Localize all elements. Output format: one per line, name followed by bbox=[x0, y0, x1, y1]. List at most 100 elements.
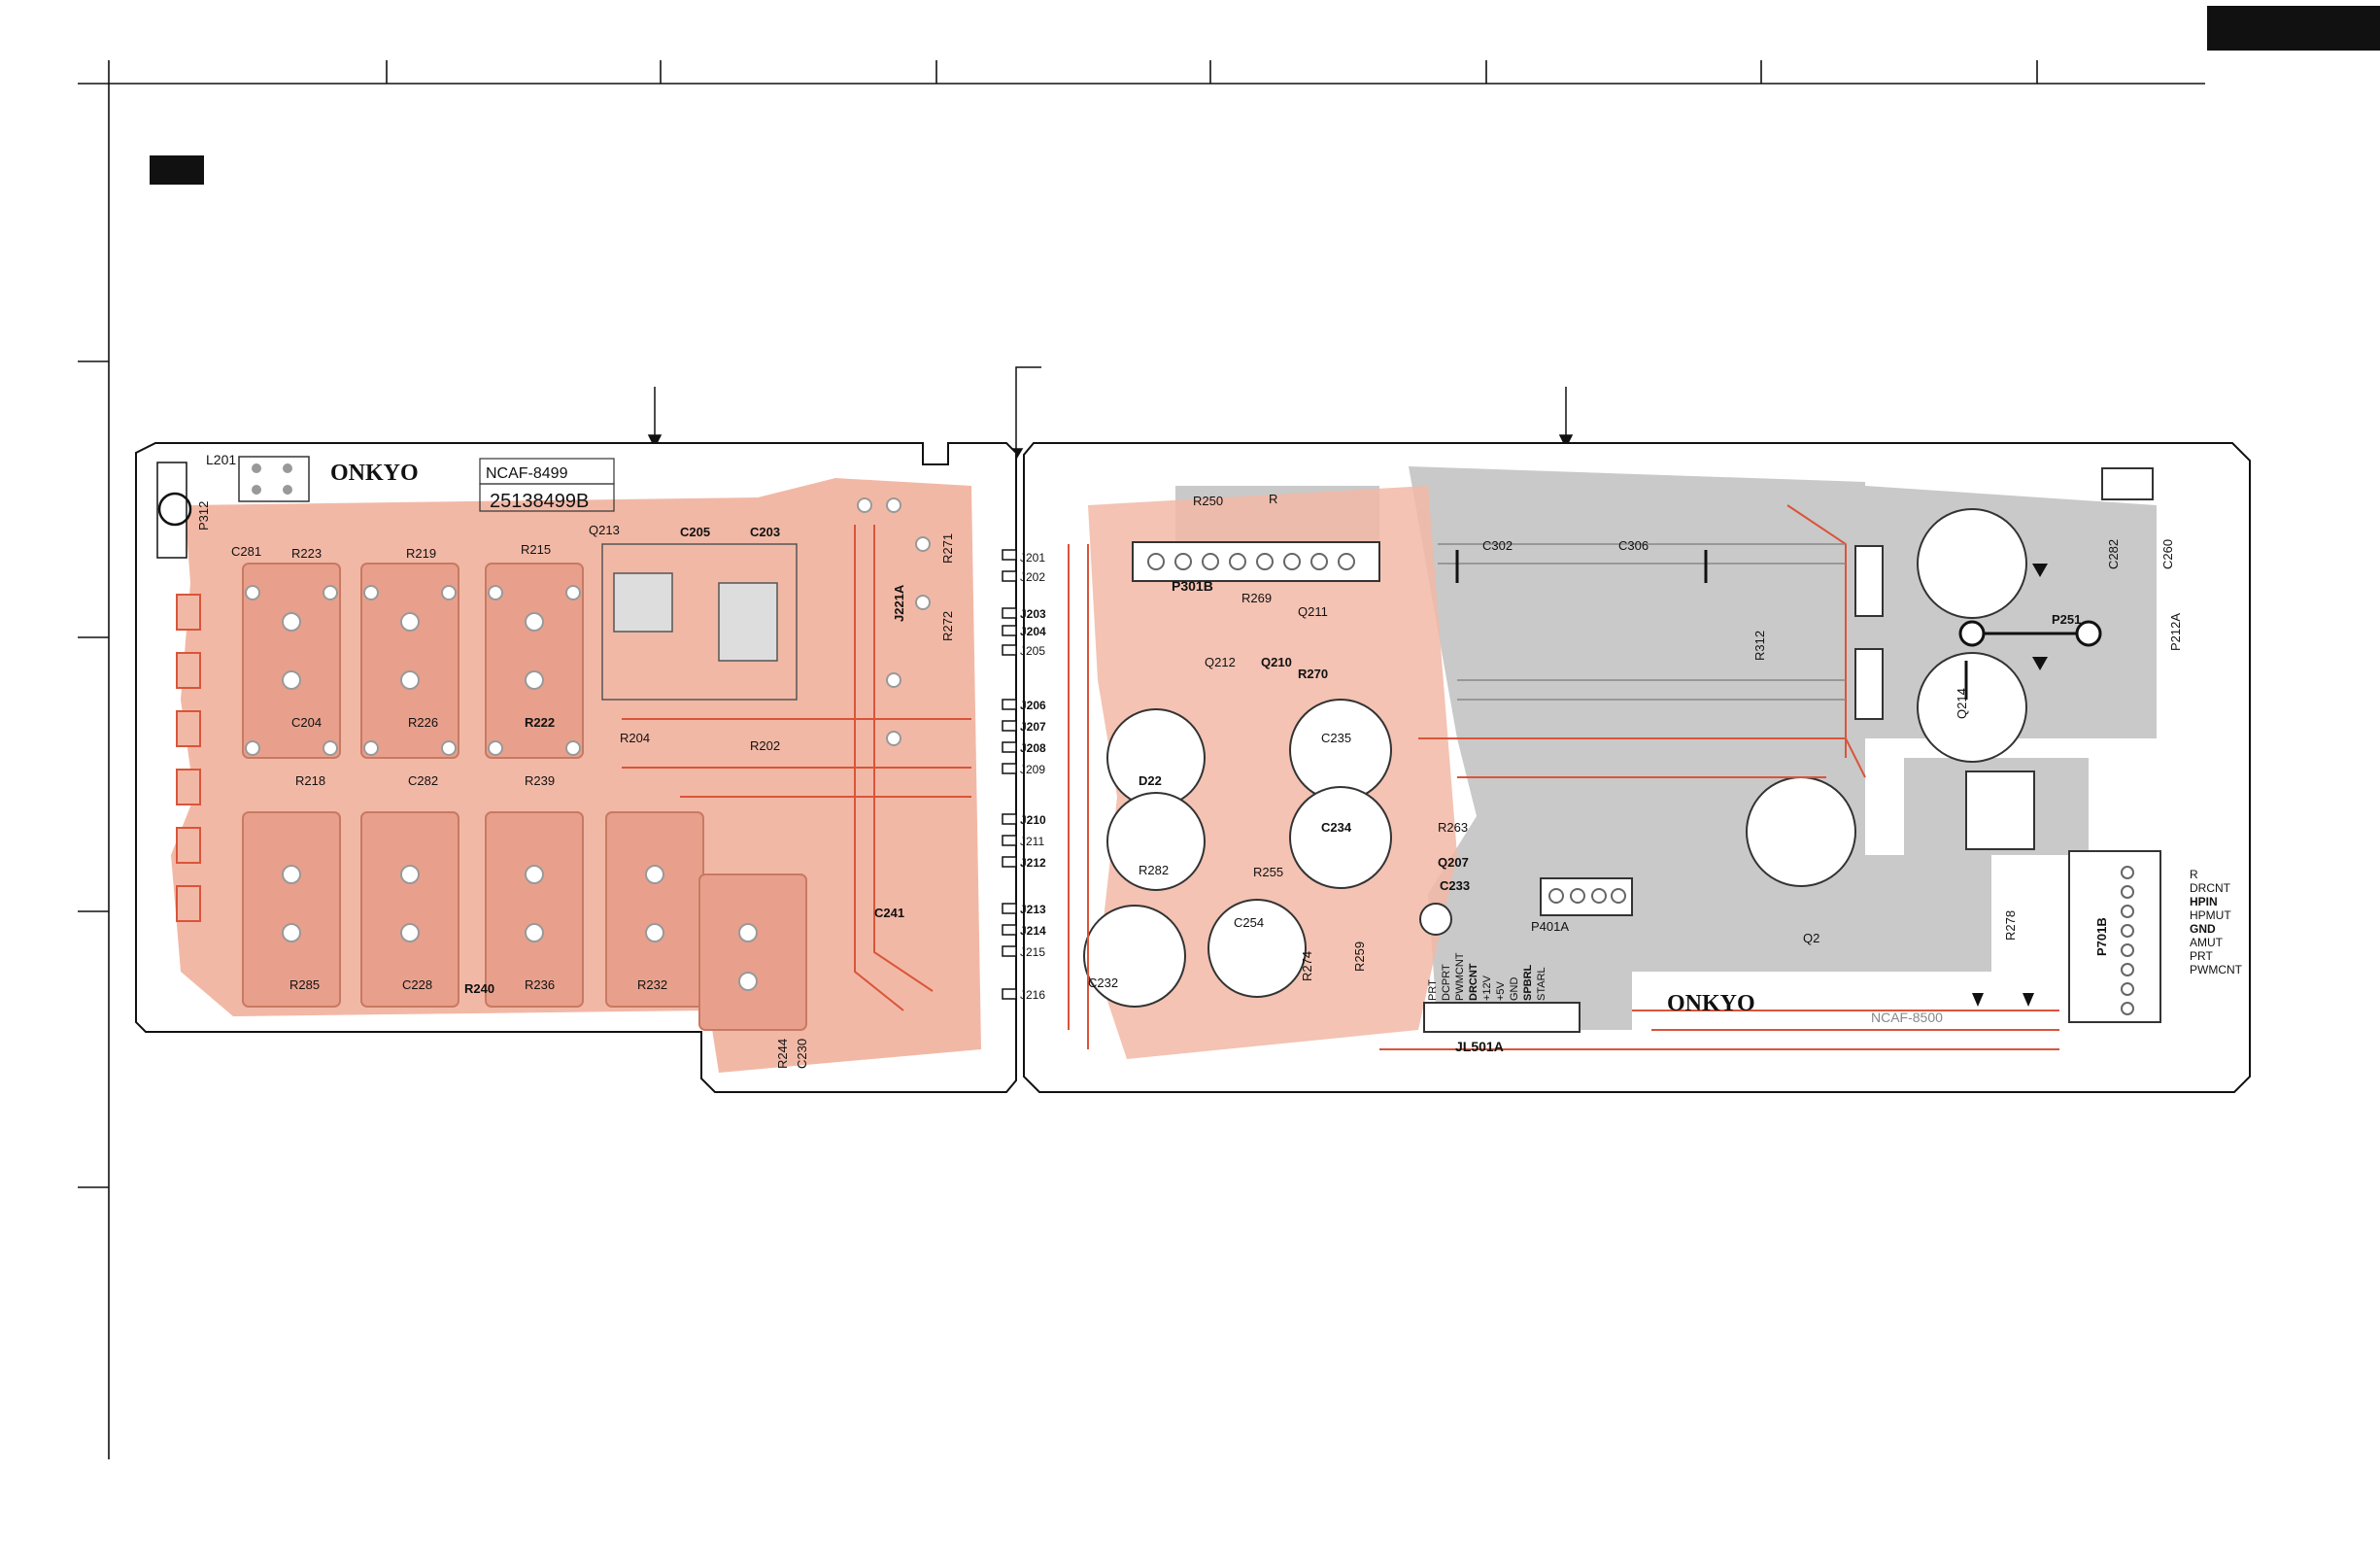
left-C275: C241 bbox=[874, 906, 904, 920]
grid-frame bbox=[78, 60, 2205, 1459]
right-Q210: Q210 bbox=[1261, 655, 1292, 669]
right-Q2: Q2 bbox=[1803, 931, 1819, 945]
right-P251: P251 bbox=[2052, 612, 2081, 627]
svg-text:GND: GND bbox=[2190, 922, 2216, 936]
svg-text:HPIN: HPIN bbox=[2190, 895, 2218, 908]
jumper-pads bbox=[1002, 549, 1017, 1000]
jl501a-pin-labels: PRT DCPRT PWMCNT DRCNT +12V +5V GND SPBR… bbox=[1427, 952, 1547, 1001]
jumper-J211: J211 bbox=[1020, 835, 1044, 848]
jumper-J210: J210 bbox=[1020, 813, 1046, 827]
left-L201: L201 bbox=[206, 452, 236, 467]
right-C258: C282 bbox=[2106, 539, 2121, 569]
svg-text:R: R bbox=[2190, 868, 2198, 881]
left-pcb-board bbox=[135, 442, 1017, 1093]
left-Q213: Q213 bbox=[589, 523, 620, 537]
left-board-code: NCAF-8499 bbox=[486, 465, 568, 482]
left-R244: R244 bbox=[775, 1039, 790, 1069]
left-part-no: 25138499B bbox=[490, 491, 589, 512]
right-Q211: Q211 bbox=[1298, 604, 1328, 619]
left-R271: R271 bbox=[940, 533, 955, 564]
left-R231: R239 bbox=[525, 773, 555, 788]
right-C232: C254 bbox=[1234, 915, 1264, 930]
right-C236: C234 bbox=[1321, 820, 1352, 835]
left-R224: C204 bbox=[291, 715, 322, 730]
right-C302: C302 bbox=[1482, 538, 1513, 553]
left-C281: C281 bbox=[231, 544, 261, 559]
left-R228: R232 bbox=[637, 977, 667, 992]
right-C237: C235 bbox=[1321, 731, 1351, 745]
right-C260: Q214 bbox=[1955, 688, 1969, 719]
right-R: R bbox=[1269, 492, 1277, 506]
jumper-J206: J206 bbox=[1020, 699, 1046, 712]
right-pcb-board bbox=[1023, 442, 2251, 1093]
left-brand: ONKYO bbox=[330, 461, 419, 486]
svg-text:AMUT: AMUT bbox=[2190, 936, 2224, 949]
jumper-J214: J214 bbox=[1020, 924, 1046, 938]
svg-text:+5V: +5V bbox=[1495, 980, 1507, 1001]
jumper-J213: J213 bbox=[1020, 903, 1046, 916]
jumper-J202: J202 bbox=[1020, 570, 1045, 584]
svg-text:+12V: +12V bbox=[1481, 975, 1493, 1001]
jumper-J205: J205 bbox=[1020, 644, 1045, 658]
right-R269: R269 bbox=[1241, 591, 1272, 605]
svg-text:GND: GND bbox=[1509, 977, 1520, 1002]
left-R235: C282 bbox=[408, 773, 438, 788]
jumper-J212: J212 bbox=[1020, 856, 1046, 870]
left-R219: R219 bbox=[406, 546, 436, 561]
svg-text:HPMUT: HPMUT bbox=[2190, 908, 2231, 922]
right-R261: R255 bbox=[1253, 865, 1283, 879]
left-R216: R222 bbox=[525, 715, 555, 730]
left-connector: P312 bbox=[196, 501, 211, 531]
left-J221A: J221A bbox=[892, 584, 906, 622]
jumper-J215: J215 bbox=[1020, 945, 1045, 959]
section-marker bbox=[150, 155, 204, 185]
right-C267: R278 bbox=[2003, 910, 2018, 941]
left-C205: C205 bbox=[680, 525, 710, 539]
left-C273: R240 bbox=[464, 981, 494, 996]
jumper-J209: J209 bbox=[1020, 763, 1045, 776]
svg-text:DCPRT: DCPRT bbox=[1441, 964, 1452, 1001]
left-R232: R236 bbox=[525, 977, 555, 992]
page-corner-tab bbox=[2207, 6, 2380, 51]
right-R321: R312 bbox=[1752, 631, 1767, 661]
svg-text:DRCNT: DRCNT bbox=[1468, 963, 1479, 1001]
right-R263: Q207 bbox=[1438, 855, 1469, 870]
jumper-J203: J203 bbox=[1020, 607, 1046, 621]
left-C230: C230 bbox=[795, 1039, 809, 1069]
jumper-J207: J207 bbox=[1020, 720, 1046, 734]
right-R274: R259 bbox=[1352, 942, 1367, 972]
connector-p701b bbox=[2068, 850, 2161, 1023]
p701b-pin-labels: R DRCNT HPIN HPMUT GND AMUT PRT PWMCNT bbox=[2190, 868, 2243, 976]
svg-text:SPBRL: SPBRL bbox=[1522, 964, 1534, 1001]
jumper-J201: J201 bbox=[1020, 551, 1045, 565]
left-C214: R204 bbox=[620, 731, 650, 745]
right-R250: R250 bbox=[1193, 494, 1223, 508]
svg-text:PWMCNT: PWMCNT bbox=[2190, 963, 2243, 976]
connector-jl501a bbox=[1423, 1002, 1581, 1033]
right-JL501A: JL501A bbox=[1455, 1039, 1504, 1054]
svg-text:PWMCNT: PWMCNT bbox=[1454, 952, 1466, 1001]
svg-text:PRT: PRT bbox=[2190, 949, 2213, 963]
left-C203: C203 bbox=[750, 525, 780, 539]
left-R236: C228 bbox=[402, 977, 432, 992]
right-R264: R263 bbox=[1438, 820, 1468, 835]
right-P401A: P401A bbox=[1531, 919, 1569, 934]
svg-text:DRCNT: DRCNT bbox=[2190, 881, 2231, 895]
right-C254: R274 bbox=[1300, 951, 1314, 981]
svg-text:STARL: STARL bbox=[1536, 967, 1547, 1001]
right-board-code: NCAF-8500 bbox=[1871, 1010, 1943, 1025]
right-brand: ONKYO bbox=[1667, 991, 1755, 1016]
right-P212A: P212A bbox=[2168, 613, 2183, 651]
jumper-J216: J216 bbox=[1020, 988, 1045, 1002]
left-C204: R202 bbox=[750, 738, 780, 753]
left-R223: R223 bbox=[291, 546, 322, 561]
jumper-J208: J208 bbox=[1020, 741, 1046, 755]
right-P701B: P701B bbox=[2094, 917, 2109, 956]
right-R282: C260 bbox=[2160, 539, 2175, 569]
right-C306: C306 bbox=[1618, 538, 1649, 553]
left-R240: R285 bbox=[289, 977, 320, 992]
left-R215: R215 bbox=[521, 542, 551, 557]
right-C233: C232 bbox=[1088, 976, 1118, 990]
right-P301B: P301B bbox=[1172, 578, 1213, 594]
